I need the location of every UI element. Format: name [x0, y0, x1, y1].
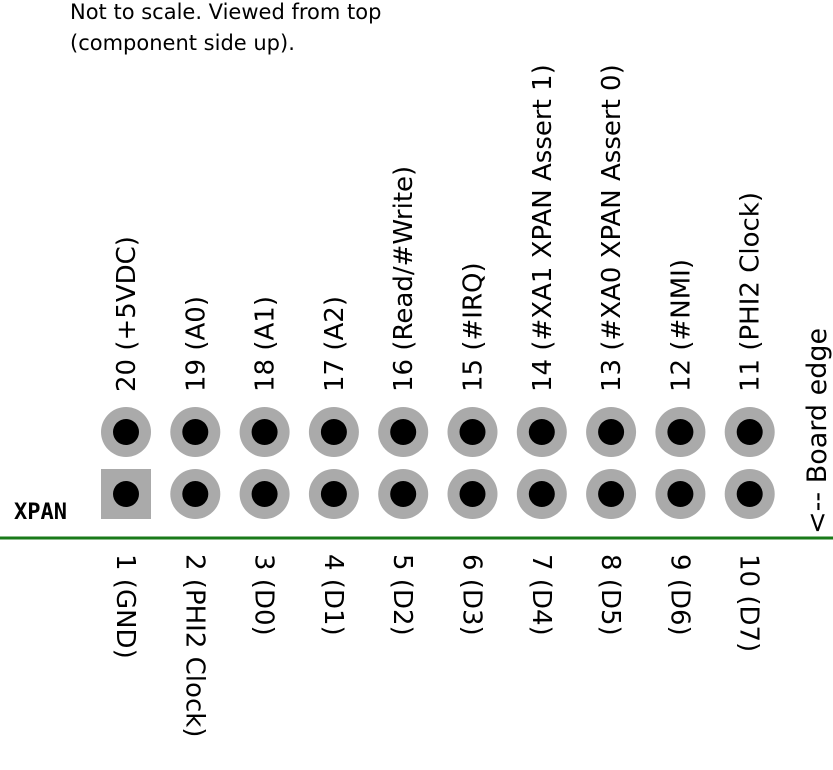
- bottom-pin-1-hole: [113, 481, 139, 507]
- top-pin-4-hole: [320, 419, 347, 445]
- top-pin-5-label: 16 (Read/#Write): [389, 166, 419, 392]
- bottom-pin-10-hole: [736, 481, 763, 507]
- bottom-pin-6-label: 6 (D3): [457, 554, 487, 636]
- top-pin-5-hole: [390, 419, 417, 445]
- bottom-pin-7-hole: [528, 481, 555, 507]
- bottom-pin-8-hole: [598, 481, 625, 507]
- top-pin-7-label: 14 (#XA1 XPAN Assert 1): [528, 64, 558, 392]
- top-pin-8-label: 13 (#XA0 XPAN Assert 0): [597, 64, 627, 392]
- bottom-pin-4-hole: [320, 481, 347, 507]
- bottom-pin-2-label: 2 (PHI2 Clock): [179, 554, 209, 737]
- bottom-pin-row: 1 (GND) 2 (PHI2 Clock) 3 (D0) 4 (D1) 5 (D2) 6…: [101, 469, 775, 737]
- note-line-2: (component side up).: [70, 31, 295, 55]
- top-pin-7-hole: [528, 419, 555, 445]
- top-pin-6-hole: [459, 419, 486, 445]
- bottom-pin-2-hole: [182, 481, 209, 507]
- board-edge-label: <-- Board edge: [802, 328, 833, 534]
- note-line-1: Not to scale. Viewed from top: [70, 0, 381, 24]
- top-pin-3-label: 18 (A1): [251, 296, 281, 392]
- bottom-pin-8-label: 8 (D5): [595, 554, 625, 636]
- top-pin-row: 20 (+5VDC) 19 (A0) 18 (A1) 17 (A2) 16 (Read/…: [101, 64, 775, 457]
- top-pin-4-label: 17 (A2): [320, 296, 350, 392]
- bottom-pin-3-label: 3 (D0): [249, 554, 279, 636]
- bottom-pin-10-label: 10 (D7): [734, 554, 764, 652]
- top-pin-10-hole: [736, 419, 763, 445]
- top-pin-9-hole: [667, 419, 694, 445]
- bottom-pin-1-label: 1 (GND): [110, 554, 140, 659]
- top-pin-2-hole: [182, 419, 209, 445]
- bottom-pin-3-hole: [251, 481, 278, 507]
- top-pin-6-label: 15 (#IRQ): [459, 262, 489, 392]
- connector-name: XPAN: [14, 500, 67, 525]
- top-pin-8-hole: [598, 419, 625, 445]
- bottom-pin-7-label: 7 (D4): [526, 554, 556, 636]
- top-pin-2-label: 19 (A0): [181, 296, 211, 392]
- bottom-pin-9-hole: [667, 481, 694, 507]
- bottom-pin-4-label: 4 (D1): [318, 554, 348, 636]
- top-pin-1-label: 20 (+5VDC): [112, 236, 142, 392]
- bottom-pin-9-label: 9 (D6): [664, 554, 694, 636]
- bottom-pin-5-hole: [390, 481, 417, 507]
- top-pin-3-hole: [251, 419, 278, 445]
- bottom-pin-6-hole: [459, 481, 486, 507]
- top-pin-10-label: 11 (PHI2 Clock): [736, 192, 766, 392]
- bottom-pin-5-label: 5 (D2): [387, 554, 417, 636]
- top-pin-9-label: 12 (#NMI): [666, 259, 696, 392]
- top-pin-1-hole: [113, 419, 139, 445]
